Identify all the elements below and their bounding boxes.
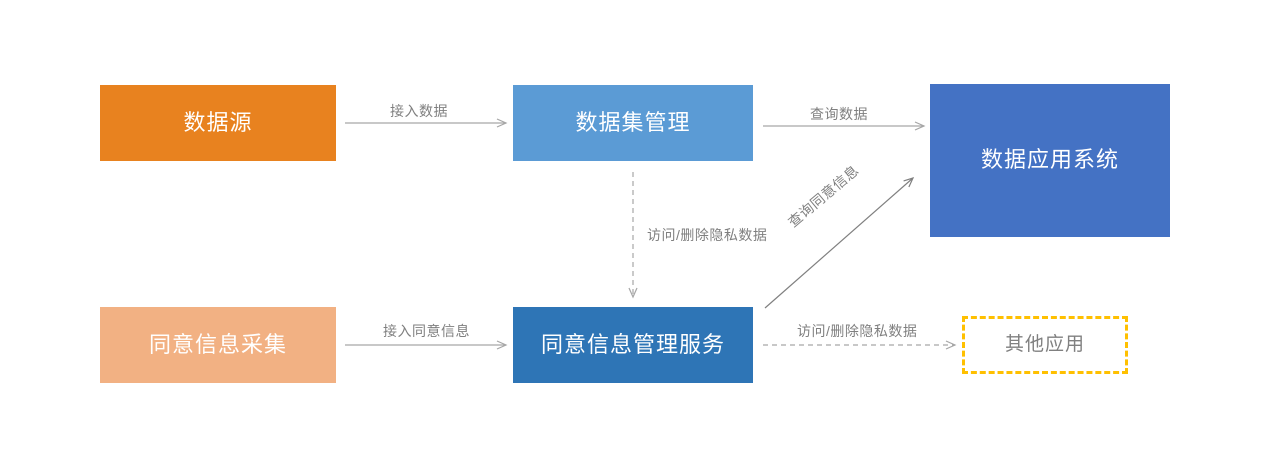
edge-label-access-data: 接入数据 bbox=[390, 103, 448, 119]
edge-consentsvc-to-dataapp bbox=[764, 177, 915, 309]
node-datasource[interactable]: 数据源 bbox=[100, 85, 336, 161]
edge-label-query-data: 查询数据 bbox=[810, 106, 868, 122]
node-consent-collection[interactable]: 同意信息采集 bbox=[100, 307, 336, 383]
edge-label-query-consent-info: 查询同意信息 bbox=[784, 161, 862, 231]
node-other-applications[interactable]: 其他应用 bbox=[962, 316, 1128, 374]
node-dataset-management[interactable]: 数据集管理 bbox=[513, 85, 753, 161]
edge-label-access-delete-private-data-vertical: 访问/删除隐私数据 bbox=[647, 227, 768, 243]
edge-label-access-delete-private-data-horizontal: 访问/删除隐私数据 bbox=[797, 323, 918, 339]
node-data-application-system[interactable]: 数据应用系统 bbox=[930, 84, 1170, 237]
node-other-applications-label: 其他应用 bbox=[1004, 333, 1085, 355]
node-consent-management-service[interactable]: 同意信息管理服务 bbox=[513, 307, 753, 383]
node-data-application-system-label: 数据应用系统 bbox=[980, 147, 1119, 173]
node-consent-collection-label: 同意信息采集 bbox=[148, 331, 287, 357]
node-consent-management-service-label: 同意信息管理服务 bbox=[540, 331, 725, 357]
edge-label-access-consent-info: 接入同意信息 bbox=[383, 323, 470, 339]
node-dataset-management-label: 数据集管理 bbox=[575, 109, 691, 135]
node-datasource-label: 数据源 bbox=[183, 109, 253, 135]
